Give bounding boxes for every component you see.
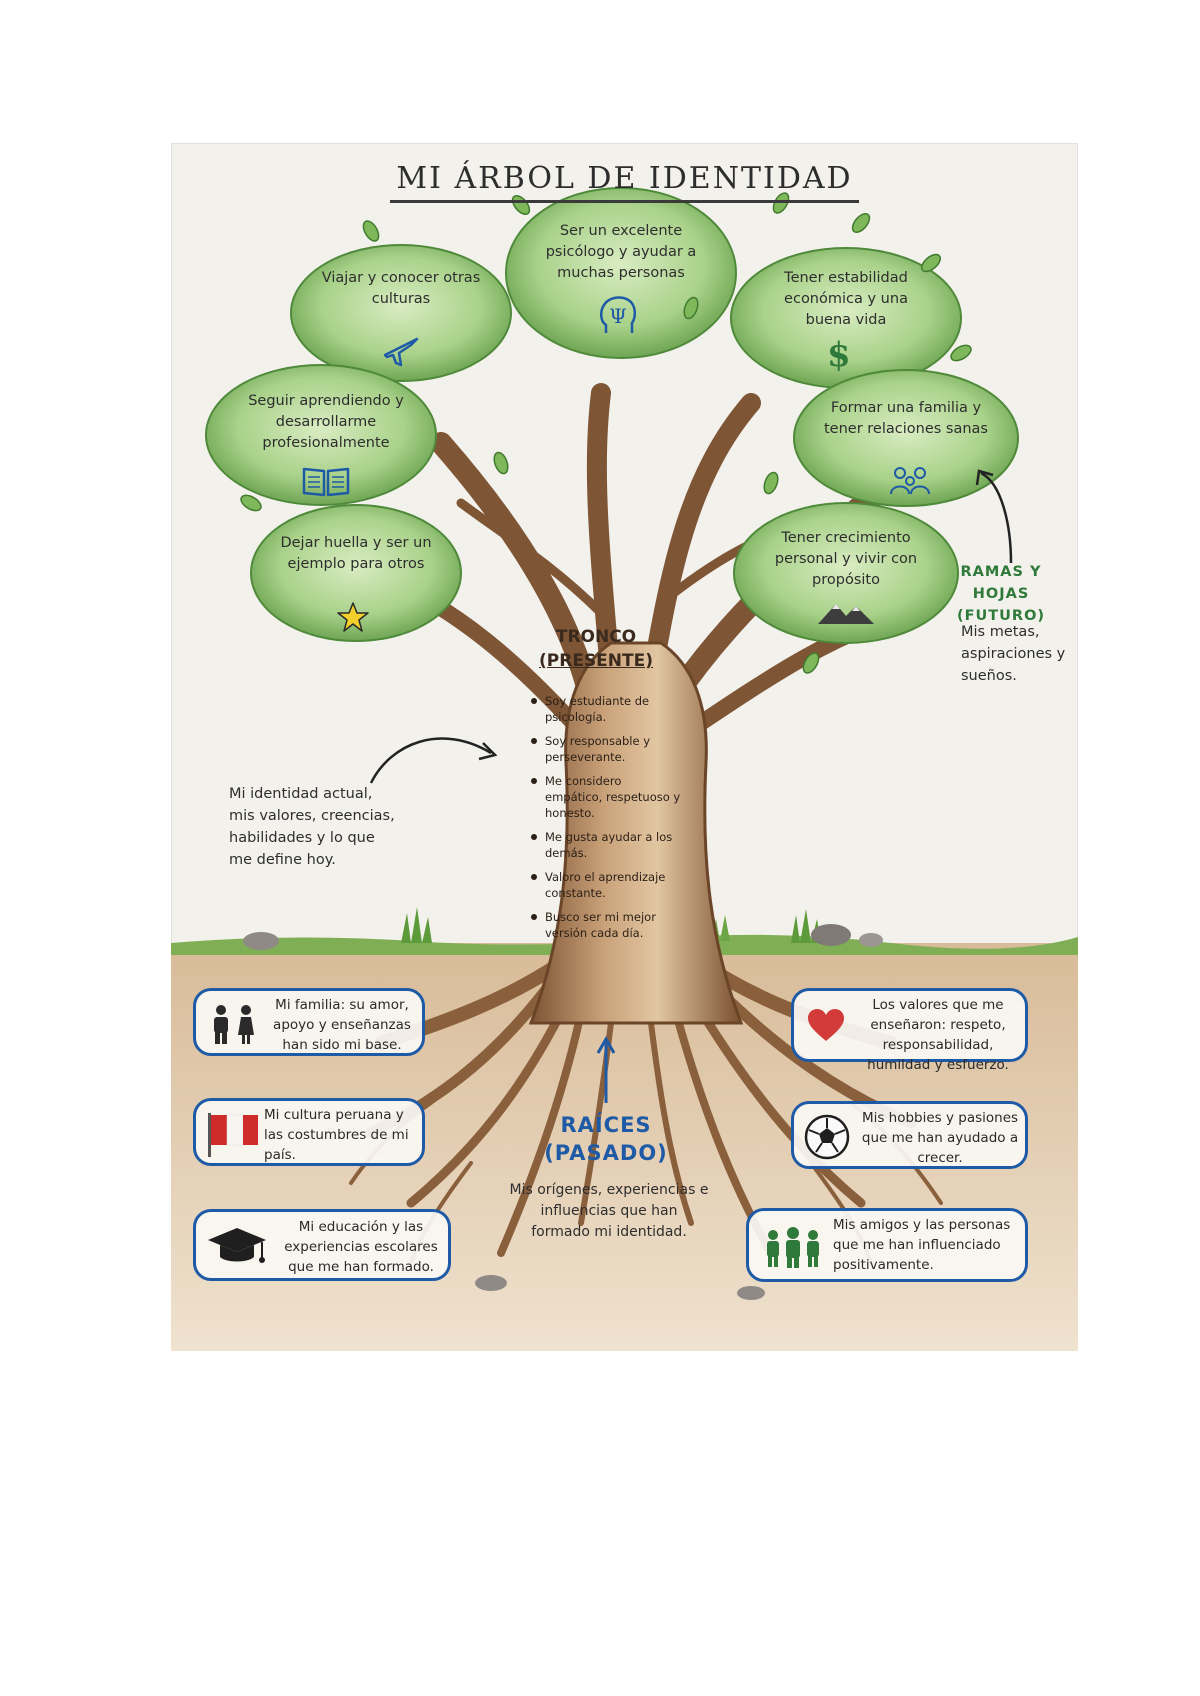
trunk-list: Soy estudiante de psicología. Soy respon… [531, 693, 681, 949]
heart-icon [806, 1007, 846, 1047]
trunk-item: Busco ser mi mejor versión cada día. [531, 909, 681, 941]
branches-heading-line2: (FUTURO) [956, 608, 1046, 624]
leaf-text-travel: Viajar y conocer otras culturas [321, 270, 481, 307]
root-text-values: Los valores que me enseñaron: respeto, r… [867, 997, 1009, 1073]
root-text-family: Mi familia: su amor, apoyo y enseñanzas … [273, 997, 411, 1053]
friends-group-icon [761, 1225, 825, 1273]
svg-text:Ψ: Ψ [609, 304, 627, 328]
trunk-heading: TRONCO (PRESENTE) [531, 625, 661, 673]
drawing-sheet: MI ÁRBOL DE IDENTIDAD Viajar y conocer o… [171, 143, 1078, 1351]
page-title-text: MI ÁRBOL DE IDENTIDAD [390, 161, 859, 203]
trunk-item: Me considero empático, respetuoso y hone… [531, 773, 681, 821]
leaf-cloud-7 [733, 502, 959, 644]
soccer-ball-icon [804, 1114, 850, 1164]
leaf-text-growth: Tener crecimiento personal y vivir con p… [774, 530, 918, 588]
page-title: MI ÁRBOL DE IDENTIDAD [171, 161, 1078, 203]
trunk-heading-line1: TRONCO [555, 627, 637, 647]
stone [737, 1286, 765, 1300]
trunk-arrow [369, 737, 492, 784]
star-icon [336, 601, 370, 637]
mountains-icon [816, 598, 876, 630]
peru-flag-icon [206, 1111, 260, 1161]
trunk-description: Mi identidad actual, mis valores, creenc… [229, 786, 395, 868]
trunk-heading-line2: (PRESENTE) [539, 651, 653, 671]
family-pair-icon [208, 1003, 260, 1049]
trunk-item: Valoro el aprendizaje constante. [531, 869, 681, 901]
branches-arrow [980, 471, 1013, 564]
roots-heading: RAÍCES (PASADO) [521, 1111, 691, 1167]
stone [475, 1275, 507, 1291]
leaf-cloud-6 [250, 504, 462, 642]
psi-head-icon: Ψ [596, 293, 640, 343]
leaf-cloud-4 [205, 364, 437, 506]
root-text-hobbies: Mis hobbies y pasiones que me han ayudad… [861, 1110, 1019, 1166]
root-text-culture: Mi cultura peruana y las costumbres de m… [264, 1107, 409, 1163]
leaf-text-learning: Seguir aprendiendo y desarrollarme profe… [248, 393, 404, 451]
leaf-text-family: Formar una familia y tener relaciones sa… [824, 400, 988, 437]
leaf-text-legacy: Dejar huella y ser un ejemplo para otros [280, 535, 432, 572]
family-icon [889, 466, 931, 500]
foliage [205, 187, 1019, 644]
branches-heading: RAMAS Y HOJAS (FUTURO) [931, 561, 1071, 627]
airplane-icon [381, 333, 421, 373]
dollar-icon: $ [827, 335, 851, 375]
root-box-friends: Mis amigos y las personas que me han inf… [746, 1208, 1028, 1282]
root-text-education: Mi educación y las experiencias escolare… [284, 1219, 438, 1275]
root-text-friends: Mis amigos y las personas que me han inf… [833, 1217, 1011, 1273]
roots-arrow-head [596, 1035, 616, 1054]
root-box-family: Mi familia: su amor, apoyo y enseñanzas … [193, 988, 425, 1056]
branches-heading-line1: RAMAS Y HOJAS [960, 564, 1042, 602]
book-icon [301, 465, 351, 503]
root-box-culture: Mi cultura peruana y las costumbres de m… [193, 1098, 425, 1166]
root-box-values: Los valores que me enseñaron: respeto, r… [791, 988, 1028, 1073]
trunk-arrow-head [478, 742, 498, 761]
trunk-item: Soy responsable y perseverante. [531, 733, 681, 765]
root-box-hobbies: Mis hobbies y pasiones que me han ayudad… [791, 1101, 1028, 1169]
root-box-education: Mi educación y las experiencias escolare… [193, 1209, 451, 1281]
roots-heading-line2: (PASADO) [544, 1141, 668, 1165]
small-leaves [240, 192, 972, 674]
branches-arrow-head [975, 469, 994, 486]
leaf-cloud-2 [505, 187, 737, 359]
leaf-text-psychologist: Ser un excelente psicólogo y ayudar a mu… [545, 223, 697, 281]
stone [811, 924, 851, 946]
branches-description: Mis metas, aspiraciones y sueños. [961, 624, 1066, 684]
stone [859, 933, 883, 947]
graduation-cap-icon [206, 1226, 268, 1272]
trunk-item: Me gusta ayudar a los demás. [531, 829, 681, 861]
leaf-text-economy: Tener estabilidad económica y una buena … [784, 270, 908, 328]
trunk-item: Soy estudiante de psicología. [531, 693, 681, 725]
roots-description: Mis orígenes, experiencias e influencias… [509, 1182, 709, 1240]
grass-tuft [401, 907, 432, 943]
stone [243, 932, 279, 950]
leaf-cloud-1 [290, 244, 512, 382]
leaf-cloud-5 [793, 369, 1019, 507]
roots-heading-line1: RAÍCES [560, 1113, 652, 1137]
tree-trunk [528, 641, 744, 1025]
